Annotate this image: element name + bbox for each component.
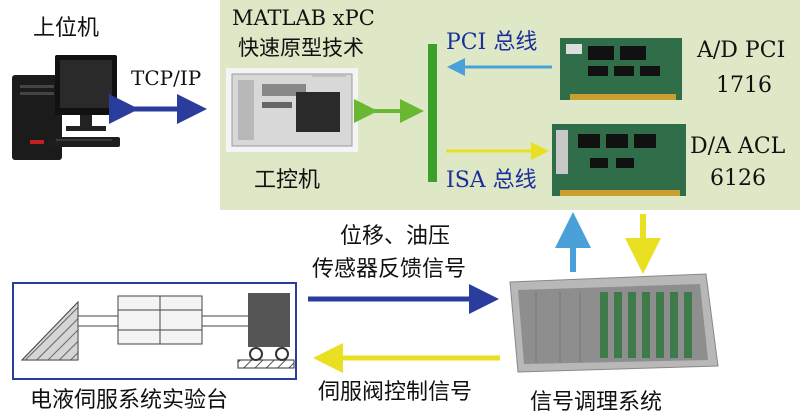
feedback-label-line1: 位移、油压 [340,224,451,249]
test-bench-label: 电液伺服系统实验台 [30,388,229,413]
conditioning-label: 信号调理系统 [530,390,663,415]
tcp-ip-label: TCP/IP [131,66,202,90]
ad-card-label-line1: A/D PCI [697,38,786,63]
ipc-label: 工控机 [254,168,321,193]
host-pc-label: 上位机 [33,16,100,41]
feedback-label-line2: 传感器反馈信号 [312,257,467,282]
da-card-label-line1: D/A ACL [690,134,786,159]
conditioning-chassis-image [509,273,719,373]
da-card-image [552,124,686,196]
isa-bus-label: ISA 总线 [446,168,537,193]
test-bench-drawing [20,293,295,369]
xpc-title-line2: 快速原型技术 [238,36,364,60]
industrial-pc-image [226,68,358,152]
ad-card-label-line2: 1716 [716,73,772,98]
da-card-label-line2: 6126 [710,166,766,191]
bus-bar [428,44,437,182]
ad-card-image [560,38,682,100]
pci-bus-label: PCI 总线 [446,30,538,55]
test-bench-frame [12,282,297,380]
host-pc-icon [12,55,120,160]
xpc-title-line1: MATLAB xPC [232,6,375,30]
servo-signal-label: 伺服阀控制信号 [318,380,473,405]
